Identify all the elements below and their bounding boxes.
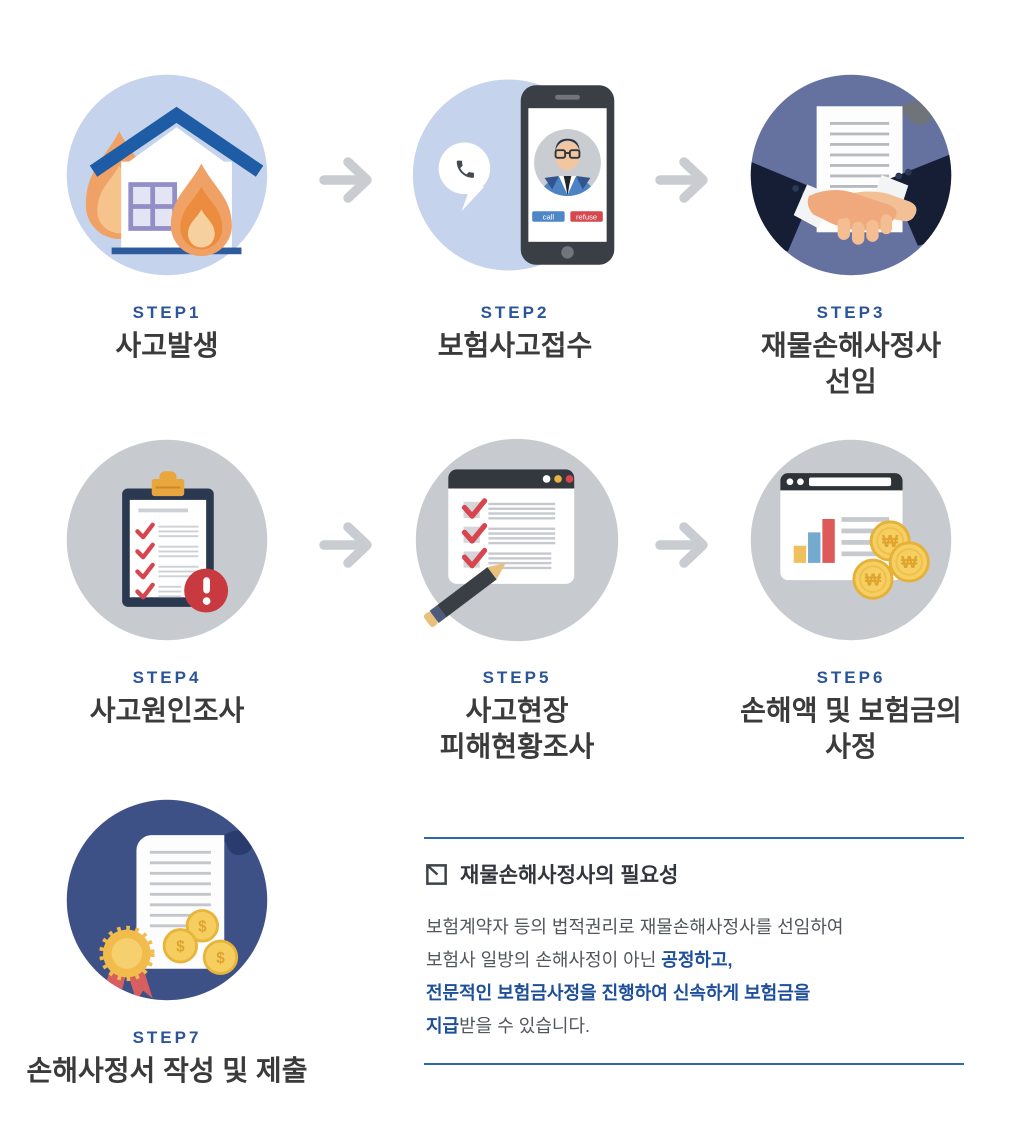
- step-title: 손해사정서 작성 및 제출: [26, 1055, 308, 1086]
- info-line-2: 보험사 일방의 손해사정이 아닌 공정하고,: [426, 950, 733, 970]
- info-body: 보험계약자 등의 법적권리로 재물손해사정사를 선임하여 보험사 일방의 손해사…: [426, 911, 843, 1043]
- won-symbol: ₩: [865, 569, 882, 589]
- step-4: STEP4 사고원인조사: [0, 435, 337, 729]
- info-line-4: 지급받을 수 있습니다.: [426, 1016, 591, 1036]
- info-title-row: 재물손해사정사의 필요성: [424, 859, 678, 889]
- won-symbol: ₩: [882, 531, 899, 551]
- step-title-line2: 사정: [825, 731, 877, 762]
- house-fire-icon: [66, 74, 268, 276]
- step-number-label: STEP4: [132, 668, 202, 687]
- checkbox-icon: [426, 863, 447, 885]
- step-title-line2: 선임: [825, 366, 877, 397]
- step-title: 사고발생: [115, 330, 219, 361]
- dollar-symbol: $: [198, 919, 207, 936]
- step-number-label: STEP6: [816, 668, 886, 687]
- certificate-coins-icon: $ $ $: [66, 799, 268, 1001]
- step-number-label: STEP3: [816, 303, 886, 322]
- step-number-label: STEP5: [482, 668, 552, 687]
- arrow-right-icon: [655, 522, 708, 568]
- phone-call-icon: call refuse: [412, 79, 615, 271]
- top-rule: [424, 837, 964, 839]
- step-5: STEP5 사고현장 피해현황조사: [347, 435, 687, 765]
- dollar-symbol: $: [176, 939, 185, 956]
- bottom-rule: [424, 1063, 964, 1065]
- step-title: 재물손해사정사: [760, 330, 942, 361]
- arrow-right-icon: [319, 522, 372, 568]
- handshake-contract-icon: [750, 74, 952, 276]
- step-number-label: STEP7: [132, 1028, 202, 1047]
- arrow-right-icon: [319, 157, 372, 203]
- step-7: $ $ $ STEP7 손해사정서 작성 및 제출: [0, 795, 337, 1089]
- step-title: 사고원인조사: [89, 695, 245, 726]
- chart-coins-icon: ₩ ₩ ₩: [750, 439, 952, 641]
- step-6: ₩ ₩ ₩ STEP6 손해액 및 보험금의 사정: [681, 435, 1021, 765]
- step-title: 손해액 및 보험금의: [740, 695, 962, 726]
- step-1: STEP1 사고발생: [0, 70, 337, 364]
- dollar-symbol: $: [216, 950, 225, 967]
- arrow-right-icon: [655, 157, 708, 203]
- step-3: STEP3 재물손해사정사 선임: [681, 70, 1021, 400]
- info-line-1: 보험계약자 등의 법적권리로 재물손해사정사를 선임하여: [426, 917, 844, 937]
- step-title: 보험사고접수: [437, 330, 593, 361]
- info-panel: 재물손해사정사의 필요성 보험계약자 등의 법적권리로 재물손해사정사를 선임하…: [424, 837, 964, 1065]
- call-button-label: call: [543, 212, 555, 221]
- step-number-label: STEP2: [480, 303, 550, 322]
- checklist-pencil-icon: [415, 438, 619, 642]
- won-symbol: ₩: [901, 552, 918, 572]
- step-title-line2: 피해현황조사: [439, 731, 595, 762]
- clipboard-alert-icon: [66, 439, 268, 641]
- step-number-label: STEP1: [132, 303, 202, 322]
- info-line-3: 전문적인 보험금사정을 진행하여 신속하게 보험금을: [426, 983, 811, 1003]
- step-title: 사고현장: [465, 695, 569, 726]
- refuse-button-label: refuse: [576, 212, 597, 221]
- step-2: call refuse STEP2 보험사고접수: [345, 70, 685, 364]
- info-title: 재물손해사정사의 필요성: [460, 864, 679, 887]
